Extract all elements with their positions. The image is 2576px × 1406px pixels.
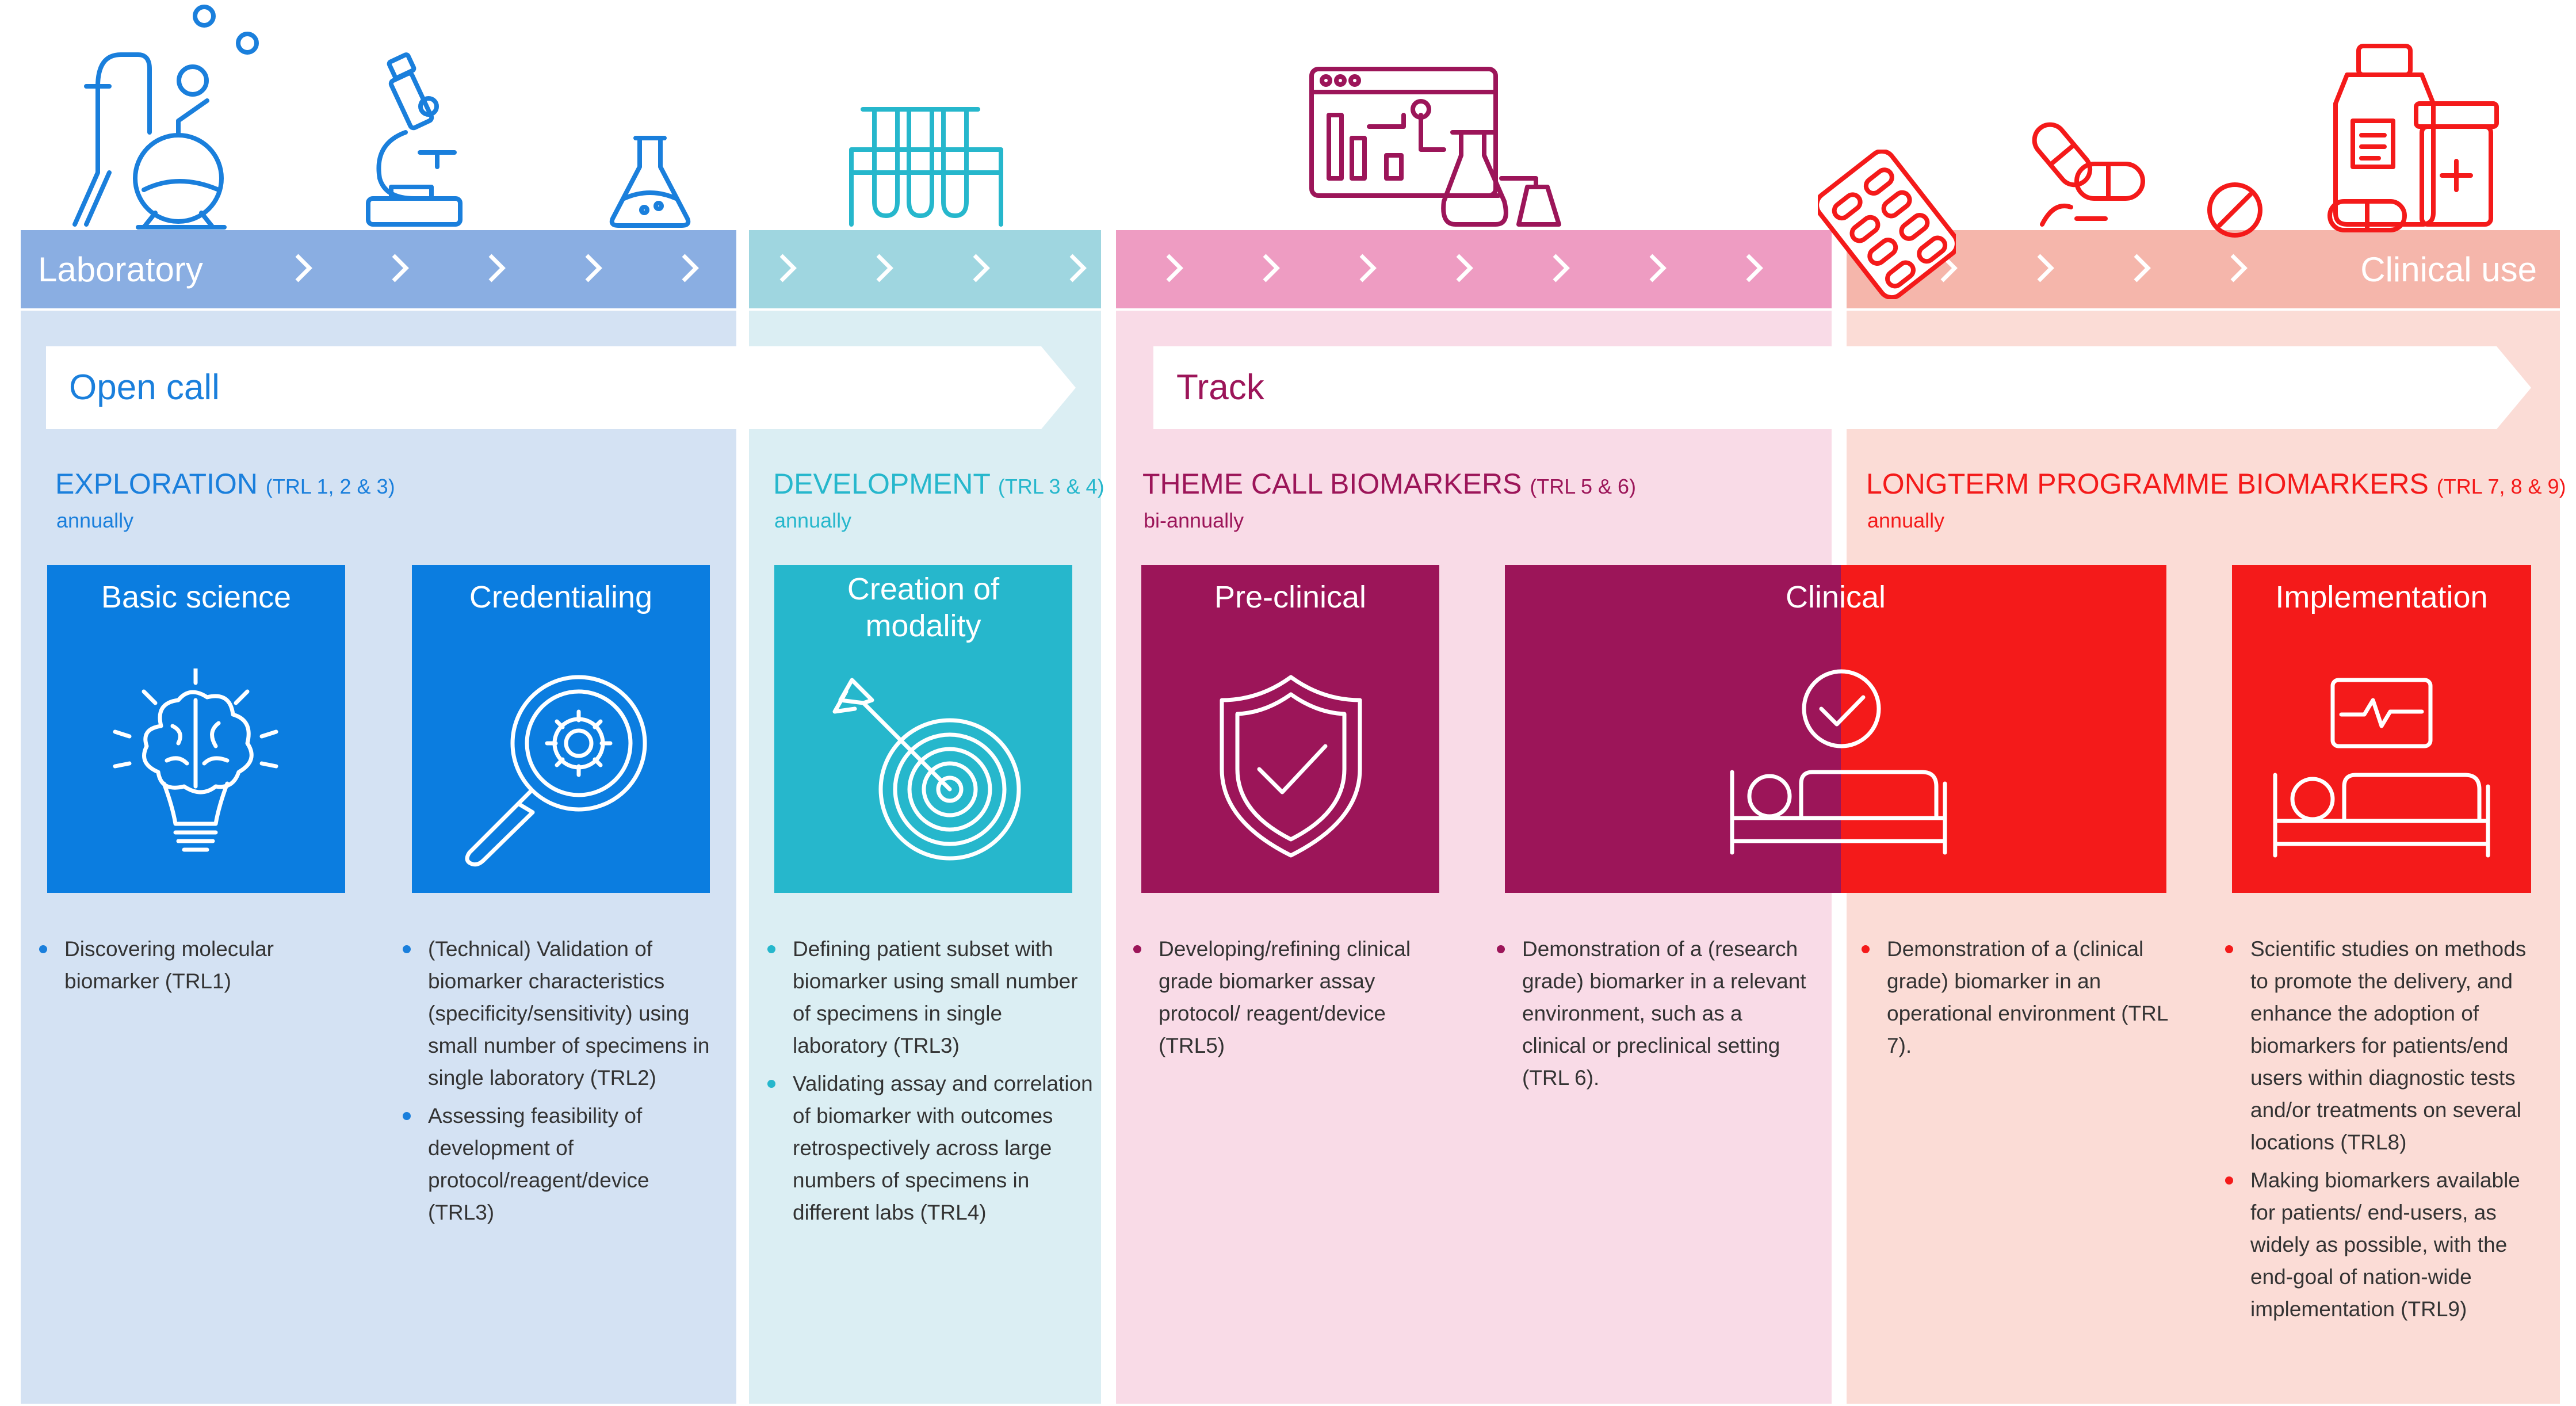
box-title: Creation of modality	[774, 571, 1072, 644]
chevron-right-icon	[1050, 240, 1106, 296]
implementation-box: Implementation	[2232, 565, 2531, 893]
flask-apparatus-icon	[40, 0, 282, 230]
stage-label-clinical-use: Clinical use	[2360, 250, 2537, 289]
phase-trl: (TRL 1, 2 & 3)	[266, 475, 395, 498]
list-item: Developing/refining clinical grade bioma…	[1133, 933, 1444, 1062]
chevron-right-icon	[760, 240, 816, 296]
chevron-right-icon	[954, 240, 1009, 296]
chevron-right-icon	[1534, 240, 1589, 296]
microscope-icon	[351, 52, 477, 230]
chevron-right-icon	[276, 240, 331, 296]
open-call-label: Open call	[69, 346, 220, 429]
phase-name: DEVELOPMENT	[773, 468, 990, 500]
phase-frequency: bi-annually	[1144, 509, 1244, 533]
test-tube-rack-icon	[840, 104, 1012, 230]
list-item: Assessing feasibility of development of …	[403, 1100, 713, 1229]
phase-trl: (TRL 7, 8 & 9)	[2437, 475, 2566, 498]
list-item: Making biomarkers available for patients…	[2225, 1164, 2547, 1325]
list-item: Demonstration of a (research grade) biom…	[1497, 933, 1807, 1094]
box-title-line2: modality	[774, 608, 1072, 644]
open-call-arrow: Open call	[46, 346, 1076, 429]
capsules-icon	[2019, 109, 2151, 230]
phase-frequency: annually	[774, 509, 851, 533]
chevron-right-icon	[566, 240, 621, 296]
chevron-right-icon	[1630, 240, 1686, 296]
phase-name: THEME CALL BIOMARKERS	[1142, 468, 1522, 500]
phase-heading-development: DEVELOPMENT (TRL 3 & 4)	[773, 467, 1104, 500]
chevron-right-icon	[1340, 240, 1396, 296]
list-item: (Technical) Validation of biomarker char…	[403, 933, 713, 1094]
chevron-right-icon	[1727, 240, 1782, 296]
phase-trl: (TRL 5 & 6)	[1530, 475, 1636, 498]
phase-trl: (TRL 3 & 4)	[998, 475, 1104, 498]
pre-clinical-box: Pre-clinical	[1141, 565, 1439, 893]
shield-check-icon	[1213, 671, 1369, 861]
list-item: Scientific studies on methods to promote…	[2225, 933, 2547, 1159]
pill-blister-icon	[1818, 150, 1956, 299]
chevron-right-icon	[373, 240, 428, 296]
basic-science-box: Basic science	[47, 565, 345, 893]
list-item: Demonstration of a (clinical grade) biom…	[1862, 933, 2172, 1062]
chevron-right-icon	[857, 240, 912, 296]
creation-notes: Defining patient subset with biomarker u…	[767, 933, 1095, 1235]
preclinical-notes: Developing/refining clinical grade bioma…	[1133, 933, 1444, 1068]
chevron-right-icon	[2115, 240, 2170, 296]
chevron-right-icon	[663, 240, 718, 296]
box-title: Basic science	[47, 579, 345, 616]
clinical-operational-notes: Demonstration of a (clinical grade) biom…	[1862, 933, 2172, 1068]
phase-heading-theme-call: THEME CALL BIOMARKERS (TRL 5 & 6)	[1142, 467, 1636, 500]
lightbulb-brain-icon	[104, 668, 288, 864]
box-title-line1: Creation of	[774, 571, 1072, 608]
magnifier-gear-icon	[458, 671, 653, 867]
patient-bed-check-icon	[1726, 668, 1951, 864]
chevron-right-icon	[1437, 240, 1492, 296]
stage-label-laboratory: Laboratory	[38, 250, 203, 289]
credentialing-notes: (Technical) Validation of biomarker char…	[403, 933, 713, 1235]
box-title: Implementation	[2232, 579, 2531, 616]
medicine-bottles-icon	[2318, 40, 2514, 236]
track-arrow: Track	[1153, 346, 2531, 429]
list-item: Validating assay and correlation of biom…	[767, 1068, 1095, 1229]
phase-heading-exploration: EXPLORATION (TRL 1, 2 & 3)	[55, 467, 395, 500]
box-title: Pre-clinical	[1141, 579, 1439, 616]
chevron-right-icon	[1147, 240, 1202, 296]
erlenmeyer-flask-icon	[604, 132, 696, 230]
track-label: Track	[1176, 346, 1264, 429]
lab-dashboard-icon	[1306, 63, 1570, 230]
patient-bed-monitor-icon	[2269, 677, 2494, 867]
list-item: Discovering molecular biomarker (TRL1)	[39, 933, 338, 998]
tablet-icon	[2203, 178, 2267, 242]
phase-frequency: annually	[1867, 509, 1944, 533]
phase-name: EXPLORATION	[55, 468, 258, 500]
target-arrow-icon	[829, 674, 1025, 870]
phase-frequency: annually	[56, 509, 133, 533]
box-title: Clinical	[1505, 579, 2166, 616]
credentialing-box: Credentialing	[412, 565, 710, 893]
box-title: Credentialing	[412, 579, 710, 616]
phase-name: LONGTERM PROGRAMME BIOMARKERS	[1866, 468, 2429, 500]
clinical-research-notes: Demonstration of a (research grade) biom…	[1497, 933, 1807, 1100]
basic-science-notes: Discovering molecular biomarker (TRL1)	[39, 933, 338, 1003]
phase-heading-longterm: LONGTERM PROGRAMME BIOMARKERS (TRL 7, 8 …	[1866, 467, 2566, 500]
chevron-right-icon	[2018, 240, 2073, 296]
clinical-box: Clinical	[1505, 565, 2166, 893]
list-item: Defining patient subset with biomarker u…	[767, 933, 1095, 1062]
chevron-right-icon	[469, 240, 525, 296]
chevron-right-icon	[1244, 240, 1299, 296]
creation-of-modality-box: Creation of modality	[774, 565, 1072, 893]
implementation-notes: Scientific studies on methods to promote…	[2225, 933, 2547, 1331]
chevron-right-icon	[2211, 240, 2267, 296]
